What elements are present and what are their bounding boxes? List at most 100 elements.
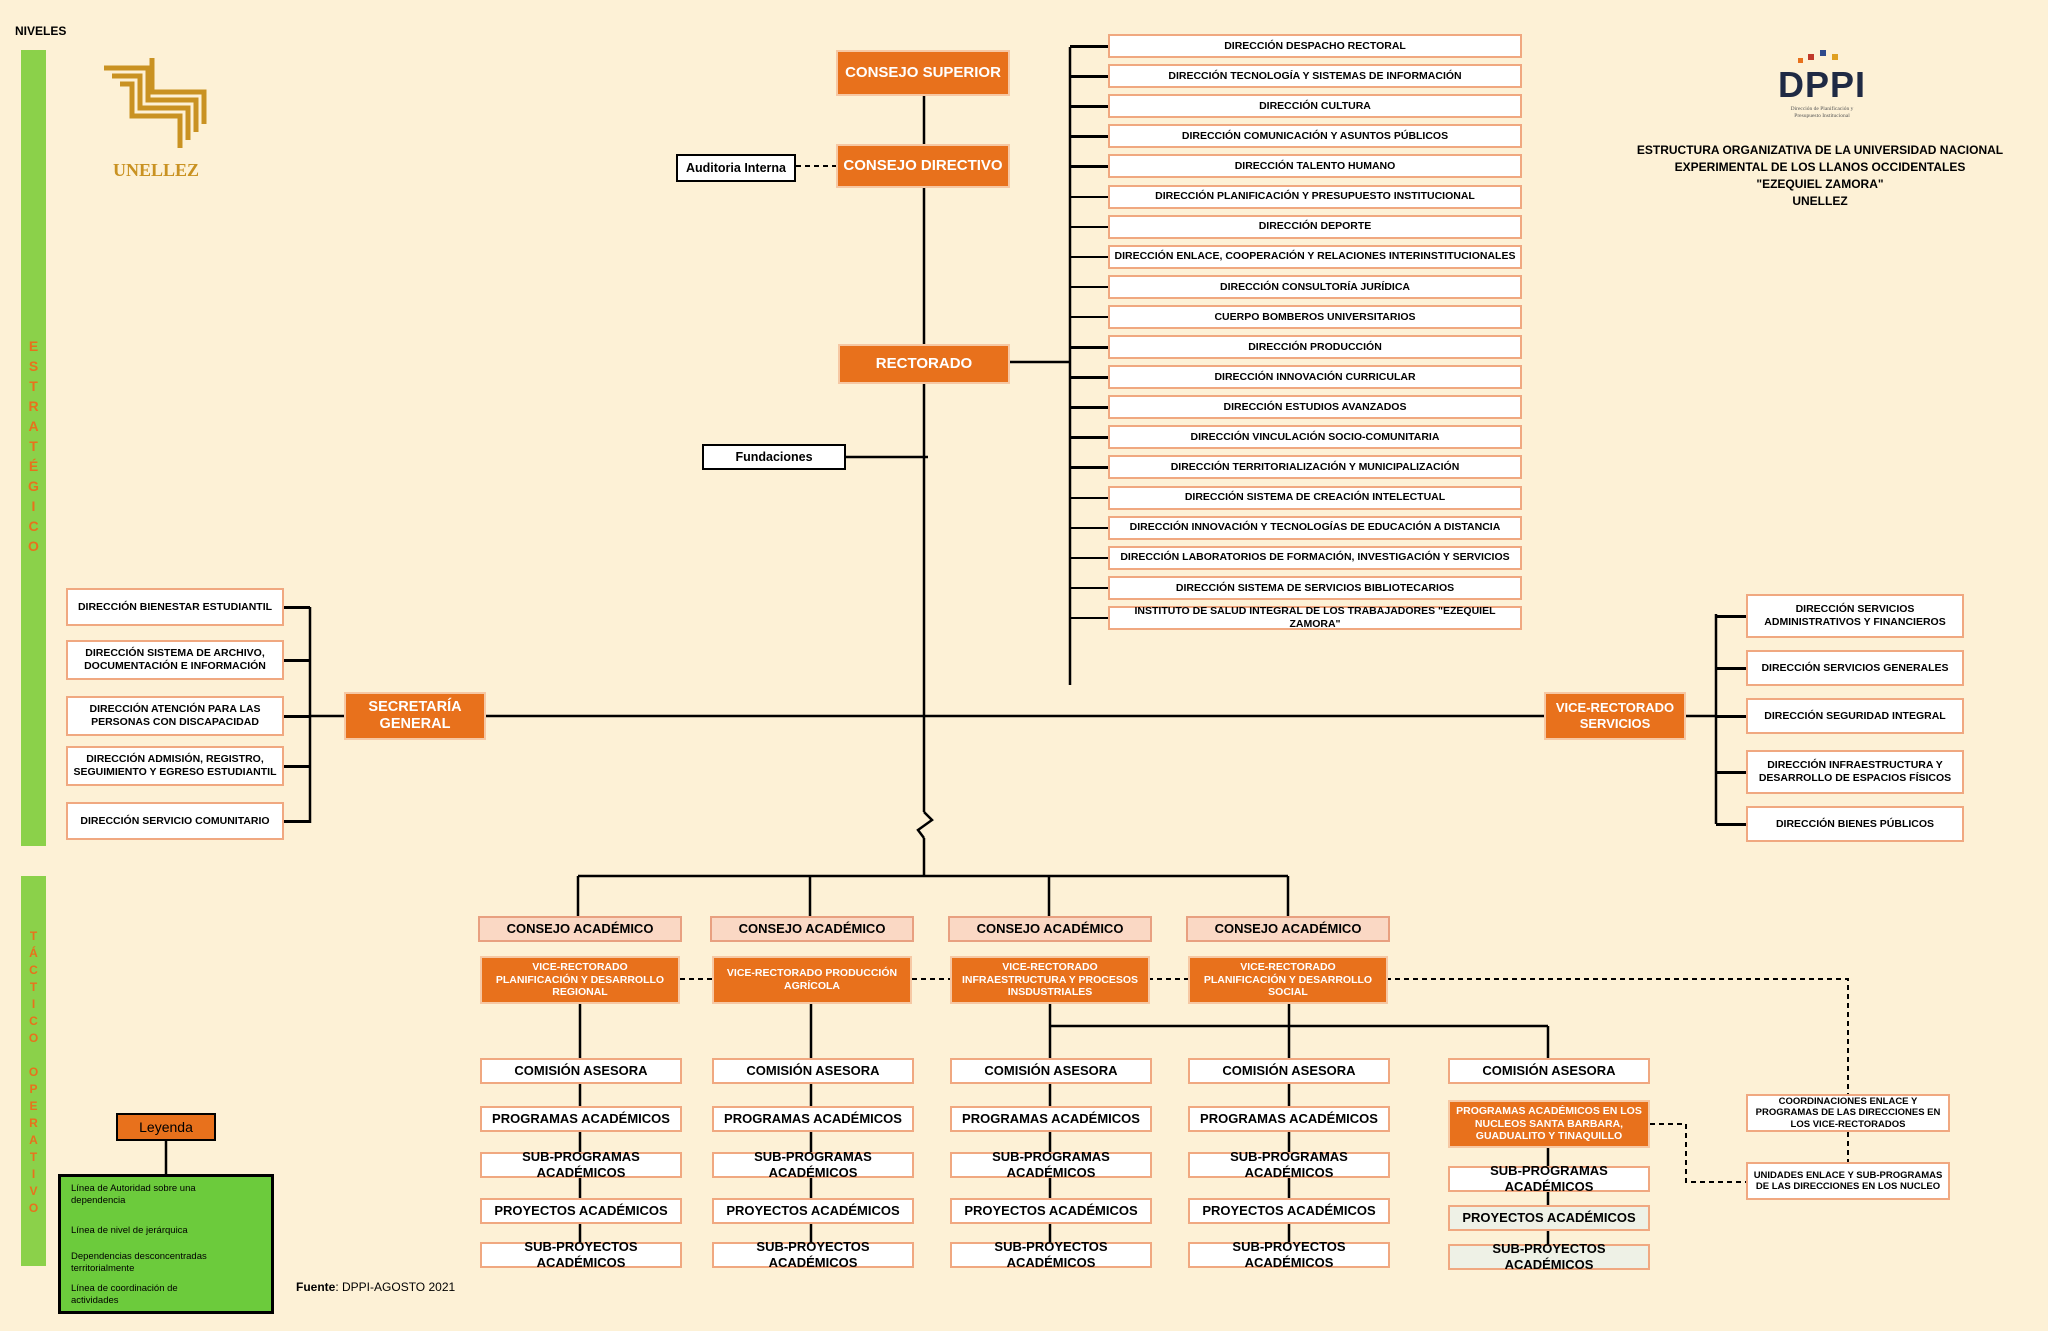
servicios-direction-box[interactable]: DIRECCIÓN SERVICIOS ADMINISTRATIVOS Y FI… — [1746, 594, 1964, 638]
academic-chain-box[interactable]: PROGRAMAS ACADÉMICOS — [480, 1106, 682, 1132]
tactical-letter: O — [28, 1031, 39, 1045]
secretaria-direction-box[interactable]: DIRECCIÓN ADMISIÓN, REGISTRO, SEGUIMIENT… — [66, 746, 284, 786]
servicios-direction-box[interactable]: DIRECCIÓN BIENES PÚBLICOS — [1746, 806, 1964, 842]
rectorado-direction-box[interactable]: DIRECCIÓN VINCULACIÓN SOCIO-COMUNITARIA — [1108, 425, 1522, 450]
vice-rectorado-servicios-box[interactable]: VICE-RECTORADO SERVICIOS — [1544, 692, 1686, 740]
secretaria-direction-box[interactable]: DIRECCIÓN SISTEMA DE ARCHIVO, DOCUMENTAC… — [66, 640, 284, 680]
comision-asesora-box[interactable]: COMISIÓN ASESORA — [1448, 1058, 1650, 1084]
academic-chain-box[interactable]: PROYECTOS ACADÉMICOS — [950, 1198, 1152, 1224]
academic-chain-box[interactable]: PROGRAMAS ACADÉMICOS — [950, 1106, 1152, 1132]
connector-tick — [284, 715, 310, 718]
legend-item-deconcentrated: Dependencias desconcentradas territorial… — [71, 1251, 207, 1275]
rectorado-direction-box[interactable]: DIRECCIÓN CONSULTORÍA JURÍDICA — [1108, 274, 1522, 299]
rectorado-direction-box[interactable]: DIRECCIÓN LABORATORIOS DE FORMACIÓN, INV… — [1108, 545, 1522, 570]
org-title-line: "EZEQUIEL ZAMORA" — [1756, 177, 1884, 191]
academic-chain-box[interactable]: SUB-PROYECTOS ACADÉMICOS — [950, 1239, 1152, 1270]
rectorado-direction-box[interactable]: DIRECCIÓN PRODUCCIÓN — [1108, 335, 1522, 359]
academic-chain-box[interactable]: SUB-PROGRAMAS ACADÉMICOS — [1188, 1149, 1390, 1180]
tactical-letter: C — [29, 963, 38, 977]
secretaria-direction-box[interactable]: DIRECCIÓN SERVICIO COMUNITARIO — [66, 802, 284, 840]
rectorado-direction-box[interactable]: DIRECCIÓN COMUNICACIÓN Y ASUNTOS PÚBLICO… — [1108, 124, 1522, 149]
vice-rectorado-box[interactable]: VICE-RECTORADO PLANIFICACIÓN Y DESARROLL… — [1188, 956, 1388, 1004]
connector-tick — [1070, 526, 1108, 530]
legend-box: Línea de Autoridad sobre una dependencia… — [58, 1174, 274, 1314]
academic-chain-box[interactable]: COMISIÓN ASESORA — [480, 1058, 682, 1084]
rectorado-direction-box[interactable]: DIRECCIÓN PLANIFICACIÓN Y PRESUPUESTO IN… — [1108, 184, 1522, 209]
strategic-level-bar — [21, 50, 46, 846]
academic-chain-box[interactable]: PROYECTOS ACADÉMICOS — [480, 1198, 682, 1224]
academic-chain-box[interactable]: SUB-PROGRAMAS ACADÉMICOS — [712, 1149, 914, 1180]
rectorado-direction-box[interactable]: DIRECCIÓN TERRITORIALIZACIÓN Y MUNICIPAL… — [1108, 455, 1522, 480]
secretaria-direction-box[interactable]: DIRECCIÓN ATENCIÓN PARA LAS PERSONAS CON… — [66, 696, 284, 736]
connector-tick — [284, 820, 310, 823]
connector-tick — [1070, 255, 1108, 259]
connector-tick — [1716, 667, 1746, 670]
rectorado-direction-box[interactable]: DIRECCIÓN INNOVACIÓN CURRICULAR — [1108, 365, 1522, 390]
sub-programas-box[interactable]: SUB-PROGRAMAS ACADÉMICOS — [1448, 1163, 1650, 1194]
rectorado-direction-box[interactable]: INSTITUTO DE SALUD INTEGRAL DE LOS TRABA… — [1108, 605, 1522, 630]
servicios-direction-box[interactable]: DIRECCIÓN SEGURIDAD INTEGRAL — [1746, 698, 1964, 734]
coordinaciones-box[interactable]: COORDINACIONES ENLACE Y PROGRAMAS DE LAS… — [1746, 1094, 1950, 1132]
academic-chain-box[interactable]: SUB-PROYECTOS ACADÉMICOS — [480, 1239, 682, 1270]
rectorado-direction-box[interactable]: DIRECCIÓN DESPACHO RECTORAL — [1108, 34, 1522, 58]
legend-item-hierarchy: Línea de nivel de jerárquica — [71, 1225, 188, 1236]
unellez-logo-mark — [104, 58, 207, 148]
consejo-directivo-box[interactable]: CONSEJO DIRECTIVO — [836, 144, 1010, 188]
connector-tick — [1716, 771, 1746, 774]
academic-chain-box[interactable]: COMISIÓN ASESORA — [950, 1058, 1152, 1084]
auditoria-interna-box[interactable]: Auditoria Interna — [676, 154, 796, 182]
academic-chain-box[interactable]: PROGRAMAS ACADÉMICOS — [1188, 1106, 1390, 1132]
vice-rectorado-box[interactable]: VICE-RECTORADO PRODUCCIÓN AGRÍCOLA — [712, 956, 912, 1004]
vice-rectorado-box[interactable]: VICE-RECTORADO INFRAESTRUCTURA Y PROCESO… — [950, 956, 1150, 1004]
rectorado-direction-box[interactable]: DIRECCIÓN CULTURA — [1108, 94, 1522, 119]
servicios-direction-box[interactable]: DIRECCIÓN INFRAESTRUCTURA Y DESARROLLO D… — [1746, 750, 1964, 794]
unellez-logo-text: UNELLEZ — [112, 160, 200, 180]
consejo-academico-box[interactable]: CONSEJO ACADÉMICO — [710, 916, 914, 942]
rectorado-direction-box[interactable]: DIRECCIÓN TECNOLOGÍA Y SISTEMAS DE INFOR… — [1108, 64, 1522, 89]
rectorado-direction-box[interactable]: DIRECCIÓN INNOVACIÓN Y TECNOLOGÍAS DE ED… — [1108, 515, 1522, 540]
connector-tick — [1070, 165, 1108, 168]
connector-tick — [1070, 135, 1108, 138]
connector-tick — [1070, 315, 1108, 319]
tactical-level-bar — [21, 876, 46, 1266]
academic-chain-box[interactable]: COMISIÓN ASESORA — [712, 1058, 914, 1084]
proyectos-box[interactable]: PROYECTOS ACADÉMICOS — [1448, 1205, 1650, 1231]
programas-nucleos-box[interactable]: PROGRAMAS ACADÉMICOS EN LOS NUCLEOS SANT… — [1448, 1100, 1650, 1148]
academic-chain-box[interactable]: SUB-PROYECTOS ACADÉMICOS — [1188, 1239, 1390, 1270]
secretaria-direction-box[interactable]: DIRECCIÓN BIENESTAR ESTUDIANTIL — [66, 588, 284, 626]
rectorado-box[interactable]: RECTORADO — [838, 344, 1010, 384]
strategic-letter: E — [28, 338, 39, 354]
consejo-academico-box[interactable]: CONSEJO ACADÉMICO — [1186, 916, 1390, 942]
rectorado-direction-box[interactable]: DIRECCIÓN DEPORTE — [1108, 214, 1522, 239]
rectorado-direction-box[interactable]: DIRECCIÓN SISTEMA DE SERVICIOS BIBLIOTEC… — [1108, 575, 1522, 600]
academic-chain-box[interactable]: SUB-PROYECTOS ACADÉMICOS — [712, 1239, 914, 1270]
dppi-logo-dots — [1798, 50, 1838, 63]
academic-chain-box[interactable]: PROGRAMAS ACADÉMICOS — [712, 1106, 914, 1132]
tactical-letter: A — [29, 1133, 38, 1147]
rectorado-direction-box[interactable]: DIRECCIÓN ESTUDIOS AVANZADOS — [1108, 395, 1522, 420]
strategic-letter: C — [28, 518, 39, 534]
vice-rectorado-box[interactable]: VICE-RECTORADO PLANIFICACIÓN Y DESARROLL… — [480, 956, 680, 1004]
academic-chain-box[interactable]: COMISIÓN ASESORA — [1188, 1058, 1390, 1084]
org-title-line: EXPERIMENTAL DE LOS LLANOS OCCIDENTALES — [1674, 160, 1966, 174]
rectorado-direction-box[interactable]: CUERPO BOMBEROS UNIVERSITARIOS — [1108, 304, 1522, 329]
rectorado-direction-box[interactable]: DIRECCIÓN TALENTO HUMANO — [1108, 154, 1522, 179]
academic-chain-box[interactable]: SUB-PROGRAMAS ACADÉMICOS — [950, 1149, 1152, 1180]
rectorado-direction-box[interactable]: DIRECCIÓN ENLACE, COOPERACIÓN Y RELACION… — [1108, 244, 1522, 269]
academic-chain-box[interactable]: SUB-PROGRAMAS ACADÉMICOS — [480, 1149, 682, 1180]
consejo-superior-box[interactable]: CONSEJO SUPERIOR — [836, 50, 1010, 96]
servicios-direction-box[interactable]: DIRECCIÓN SERVICIOS GENERALES — [1746, 650, 1964, 686]
consejo-academico-box[interactable]: CONSEJO ACADÉMICO — [948, 916, 1152, 942]
consejo-academico-box[interactable]: CONSEJO ACADÉMICO — [478, 916, 682, 942]
secretaria-general-box[interactable]: SECRETARÍA GENERAL — [344, 692, 486, 740]
fundaciones-box[interactable]: Fundaciones — [702, 444, 846, 470]
rectorado-direction-box[interactable]: DIRECCIÓN SISTEMA DE CREACIÓN INTELECTUA… — [1108, 485, 1522, 510]
sub-proyectos-box[interactable]: SUB-PROYECTOS ACADÉMICOS — [1448, 1241, 1650, 1272]
academic-chain-box[interactable]: PROYECTOS ACADÉMICOS — [712, 1198, 914, 1224]
unidades-box[interactable]: UNIDADES ENLACE Y SUB-PROGRAMAS DE LAS D… — [1746, 1162, 1950, 1200]
connector-tick — [1716, 615, 1746, 618]
tactical-letter: V — [29, 1184, 38, 1198]
strategic-letter: A — [28, 418, 39, 434]
academic-chain-box[interactable]: PROYECTOS ACADÉMICOS — [1188, 1198, 1390, 1224]
legend-item-coordination: Línea de coordinación de actividades — [71, 1283, 178, 1307]
